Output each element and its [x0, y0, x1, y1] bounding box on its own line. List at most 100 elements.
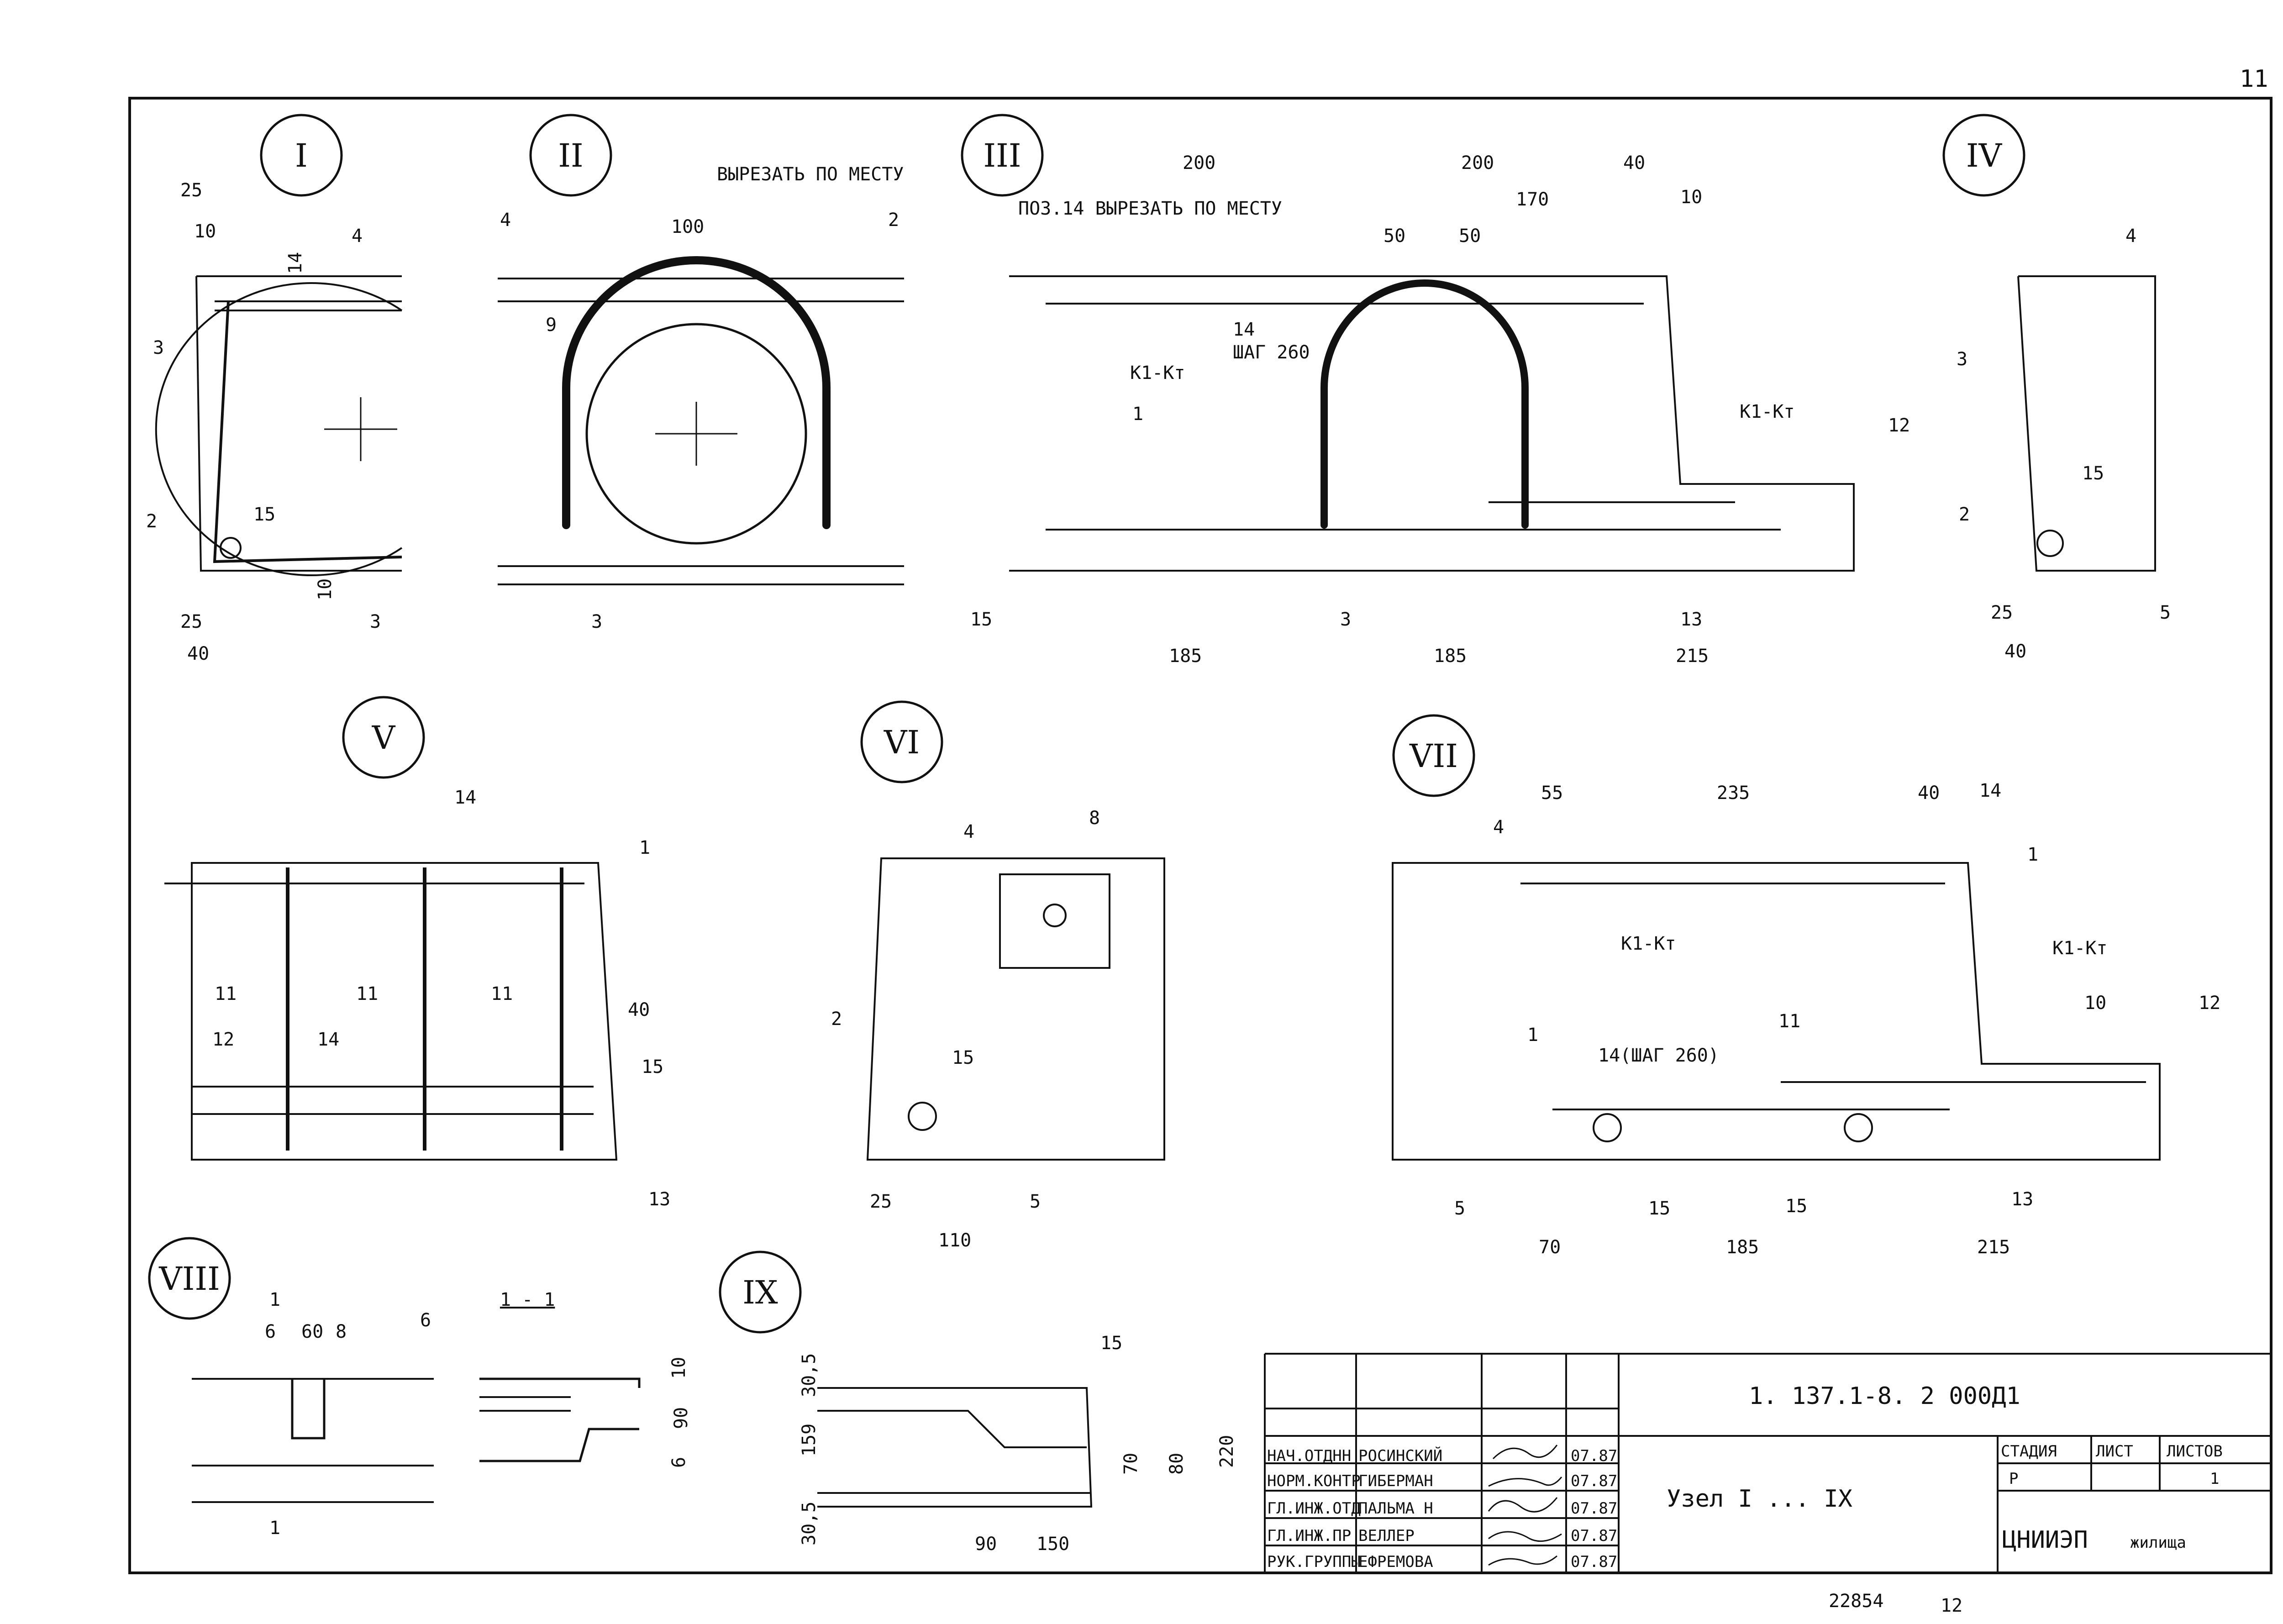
node-II-void — [585, 323, 807, 545]
node-IX-dim-305a: 30,5 — [799, 1353, 820, 1397]
node-VII-pos-15b: 15 — [1785, 1196, 1807, 1217]
page-number: 12 — [1941, 1595, 1962, 1616]
node-III-k1: К1-Кт — [1130, 363, 1185, 384]
node-VII-pos-5: 5 — [1454, 1198, 1465, 1219]
node-VII-pos-1b: 1 — [1527, 1025, 1538, 1046]
node-VI-roman: VI — [884, 724, 920, 761]
node-VII-dim-215: 215 — [1977, 1237, 2010, 1258]
node-V-outline — [191, 862, 618, 1161]
node-I-void — [155, 282, 403, 576]
node-VII-pos-13: 13 — [2011, 1189, 2033, 1210]
staff-name: ПАЛЬМА Н — [1358, 1499, 1433, 1518]
node-V-pos-12: 12 — [212, 1029, 234, 1050]
node-VIII-pos-6: 6 — [420, 1310, 431, 1331]
node-IX-dim-70: 70 — [1120, 1453, 1142, 1475]
section-1-1: 1 - 1 10 90 6 — [479, 1289, 692, 1468]
node-I-dim-25b: 25 — [180, 611, 202, 632]
node-IX-roman: IX — [742, 1274, 778, 1311]
node-VII-dim-185: 185 — [1726, 1237, 1759, 1258]
node-VIII-dim-6: 6 — [265, 1321, 276, 1342]
node-I: I 25 10 14 4 3 2 15 25 40 10 3 — [146, 114, 403, 664]
node-IV-dim-40: 40 — [2004, 641, 2026, 662]
signature-mark — [1488, 1477, 1562, 1487]
node-III-note: ПОЗ.14 ВЫРЕЗАТЬ ПО МЕСТУ — [1018, 198, 1282, 219]
node-VII-dim-70: 70 — [1539, 1237, 1561, 1258]
node-II-pos-3: 3 — [591, 611, 602, 632]
node-III-roman: III — [984, 137, 1021, 174]
section-1-1-dim-10: 10 — [668, 1357, 689, 1379]
node-VII: VII 55 235 40 14 4 К1-Кт К1-Кт 10 12 1 1… — [1392, 714, 2220, 1258]
node-VI: VI 4 8 2 15 25 5 110 — [831, 700, 1165, 1251]
node-IX: IX 15 30,5 159 30,5 70 80 220 90 150 — [719, 1251, 1237, 1555]
node-V-pos-11b: 11 — [356, 983, 378, 1004]
node-II-note: ВЫРЕЗАТЬ ПО МЕСТУ — [717, 164, 904, 185]
node-VII-pos-14: 14 — [1979, 780, 2001, 801]
staff-name: ЕФРЕМОВА — [1358, 1553, 1433, 1571]
node-III-dim-10: 10 — [1680, 187, 1702, 208]
staff-name: РОСИНСКИЙ — [1358, 1446, 1442, 1465]
title-block-sheets: 1 — [2210, 1470, 2219, 1488]
node-VI-dim-25: 25 — [870, 1191, 892, 1212]
node-II-pos-2: 2 — [888, 210, 899, 231]
node-IV-roman: IV — [1966, 137, 2003, 174]
staff-role: РУК.ГРУППЫ — [1267, 1553, 1361, 1571]
node-VII-dim-55: 55 — [1541, 783, 1563, 804]
node-VII-roman: VII — [1409, 737, 1458, 775]
node-IV-pos-4: 4 — [2125, 226, 2136, 247]
node-III-loop-9 — [1320, 279, 1529, 529]
sheet-number: 11 — [2240, 65, 2268, 93]
node-V-dim-40: 40 — [628, 999, 650, 1020]
node-II: II 100 ВЫРЕЗАТЬ ПО МЕСТУ 4 2 9 3 — [498, 114, 904, 632]
staff-date: 07.87 — [1571, 1472, 1617, 1490]
node-I-pos-4: 4 — [352, 226, 363, 247]
node-II-pos-4: 4 — [500, 210, 511, 231]
node-IV-outline — [2017, 275, 2156, 572]
node-VIII-dim-60: 60 — [301, 1321, 323, 1342]
node-VI-pos-8: 8 — [1089, 808, 1100, 829]
node-VII-dim-40: 40 — [1918, 783, 1940, 804]
node-I-pos-2: 2 — [146, 511, 157, 532]
node-VIII-dim-8: 8 — [336, 1321, 347, 1342]
node-III-dim-40: 40 — [1623, 152, 1645, 173]
node-II-loop-9 — [562, 256, 831, 529]
node-VI-outline — [866, 857, 1165, 1161]
node-I-rebar-4 — [215, 300, 402, 311]
node-V-pos-1: 1 — [639, 837, 650, 858]
title-block-sheet-label: ЛИСТ — [2096, 1442, 2133, 1461]
node-I-dim-25: 25 — [180, 180, 202, 201]
staff-date: 07.87 — [1571, 1553, 1617, 1571]
node-IX-dim-159: 159 — [799, 1424, 820, 1456]
node-III-dim-200a: 200 — [1183, 152, 1215, 173]
node-IV-pos-3: 3 — [1957, 349, 1967, 370]
sheet-frame — [128, 97, 2272, 1574]
node-I-outline — [195, 275, 402, 572]
title-block-sheets-label: ЛИСТОВ — [2167, 1442, 2223, 1461]
node-IX-dim-220: 220 — [1216, 1435, 1237, 1468]
signature-mark — [1488, 1531, 1562, 1542]
node-VIII: VIII 1 6 60 8 6 1 — [148, 1237, 434, 1539]
node-III-dim-200b: 200 — [1461, 152, 1494, 173]
node-III-dim-215: 215 — [1676, 646, 1709, 667]
node-IV: IV 4 3 15 2 25 5 40 — [1942, 114, 2171, 662]
node-II-outline — [498, 278, 904, 585]
node-III-k1b: К1-Кт — [1740, 401, 1794, 422]
node-II-dim-100: 100 — [671, 216, 704, 237]
section-1-1-dim-90: 90 — [671, 1407, 692, 1429]
node-III-dim-185a: 185 — [1169, 646, 1202, 667]
staff-name: ГИБЕРМАН — [1358, 1472, 1433, 1490]
node-III-pos-3: 3 — [1340, 609, 1351, 630]
node-I-pos-3b: 3 — [370, 611, 381, 632]
staff-role: ГЛ.ИНЖ.ПР — [1267, 1527, 1351, 1545]
node-II-pos-9: 9 — [546, 315, 557, 336]
node-I-dim-40: 40 — [187, 643, 209, 664]
title-block-title: Узел I ... IX — [1667, 1485, 1852, 1513]
node-III-outline — [1009, 275, 1855, 572]
node-I-marker — [260, 114, 343, 197]
node-V-pos-15: 15 — [642, 1056, 663, 1077]
staff-name: ВЕЛЛЕР — [1358, 1527, 1415, 1545]
node-VIII-roman: VIII — [158, 1260, 220, 1298]
node-IX-outline — [817, 1387, 1093, 1508]
node-VI-plate-8 — [999, 873, 1110, 969]
node-VII-outline — [1392, 862, 2161, 1161]
